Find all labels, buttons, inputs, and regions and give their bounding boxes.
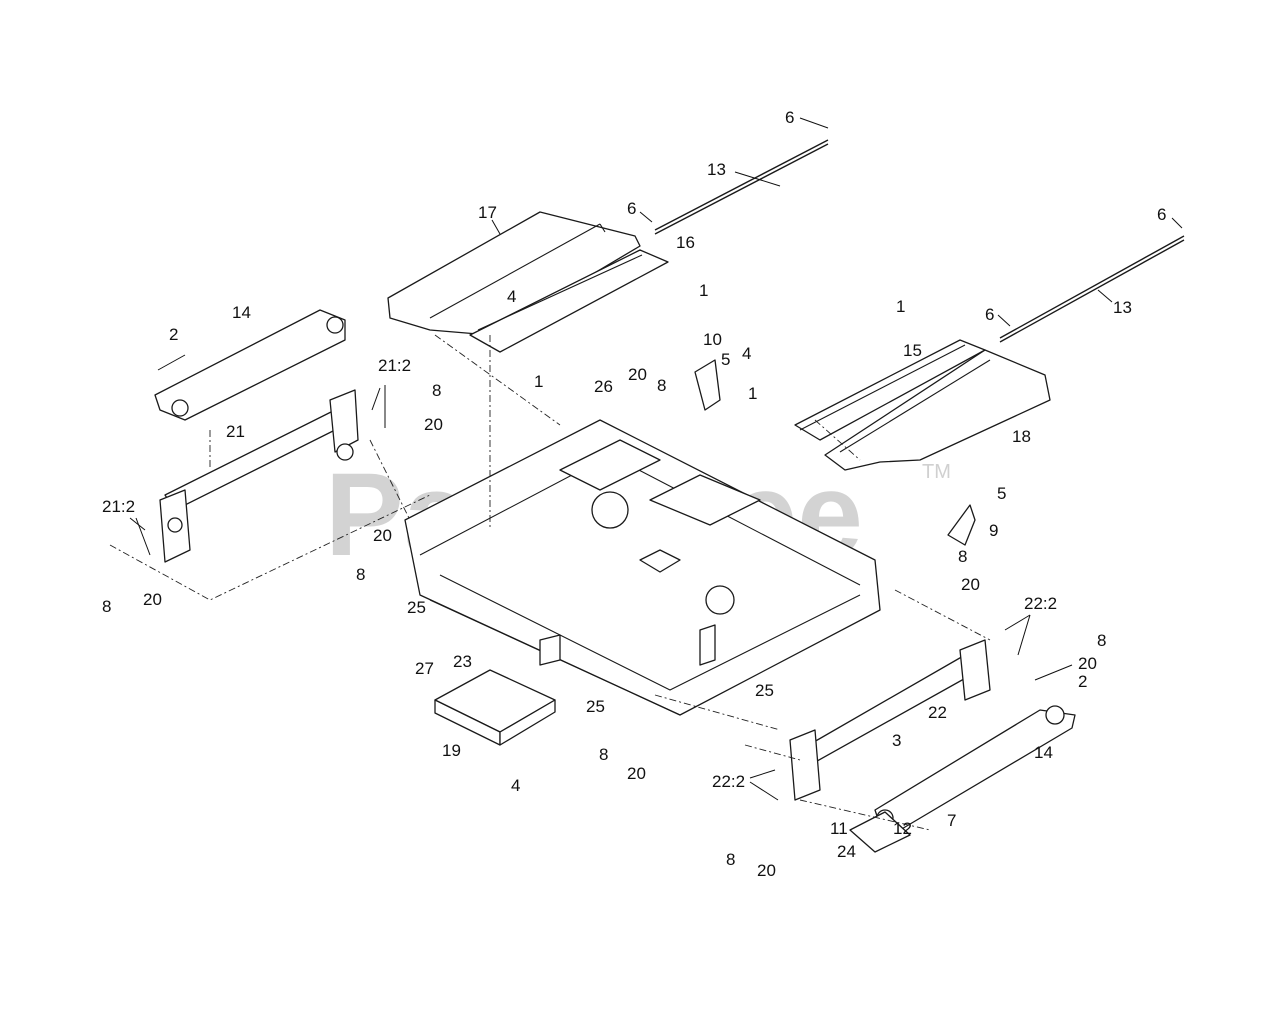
callout-label: 25 [407,598,426,617]
callout-label: 2 [169,325,178,344]
callout-label: 12 [893,819,912,838]
callout-label: 11 [830,819,848,838]
callout-label: 8 [657,376,666,395]
callout-label: 1 [896,297,905,316]
callout-label: 21:2 [378,356,411,375]
callout-label: 6 [627,199,636,218]
callout-label: 22:2 [1024,594,1057,613]
callout-label: 8 [356,565,365,584]
callout-label: 27 [415,659,434,678]
callout-label: 19 [442,741,461,760]
watermark-trademark: TM [922,461,951,483]
bracket-10 [694,359,721,411]
callout-label: 20 [628,365,647,384]
callout-label: 3 [892,731,901,750]
callout-label: 25 [586,697,605,716]
callout-label: 7 [947,811,956,830]
callout-label: 21 [226,422,245,441]
callout-label: 10 [703,330,722,349]
callout-label: 5 [721,350,730,369]
callout-label: 18 [1012,427,1031,446]
callout-label: 20 [1078,654,1097,673]
footrest-19 [434,669,556,746]
cover-panel-18 [824,349,1051,471]
callout-label: 20 [961,575,980,594]
callout-label: 8 [958,547,967,566]
callout-label: 8 [599,745,608,764]
callout-label: 14 [1034,743,1053,762]
callout-label: 1 [699,281,708,300]
callout-label: 4 [511,776,520,795]
arm-14-left [154,309,346,421]
callout-label: 1 [534,372,543,391]
callout-labels: 6 13 17 6 16 1 4 6 1 6 13 15 14 2 21:2 8… [102,108,1166,880]
callout-label: 20 [424,415,443,434]
callout-label: 4 [507,287,516,306]
callout-label: 21:2 [102,497,135,516]
callout-label: 8 [432,381,441,400]
rod-13-upper [654,139,829,235]
bracket-15 [794,339,986,441]
callout-label: 20 [373,526,392,545]
bracket-9 [947,504,976,546]
callout-label: 8 [102,597,111,616]
deck-frame [404,419,881,716]
callout-label: 2 [1078,672,1087,691]
callout-label: 8 [726,850,735,869]
callout-label: 14 [232,303,251,322]
callout-label: 25 [755,681,774,700]
callout-label: 20 [757,861,776,880]
callout-label: 15 [903,341,922,360]
callout-label: 5 [997,484,1006,503]
callout-label: 20 [143,590,162,609]
callout-label: 16 [676,233,695,252]
leader-lines [129,117,1183,801]
rod-13-right [999,235,1185,343]
callout-label: 13 [1113,298,1132,317]
callout-label: 26 [594,377,613,396]
callout-label: 6 [785,108,794,127]
callout-label: 6 [985,305,994,324]
callout-label: 6 [1157,205,1166,224]
guide-lines [109,334,991,831]
callout-label: 4 [742,344,751,363]
callout-label: 13 [707,160,726,179]
shaft-21-left [159,389,359,563]
callout-label: 22 [928,703,947,722]
callout-label: 1 [748,384,757,403]
callout-label: 20 [627,764,646,783]
shaft-22-right [789,639,991,801]
callout-label: 22:2 [712,772,745,791]
callout-label: 17 [478,203,497,222]
callout-label: 24 [837,842,856,861]
bracket-12 [849,811,911,853]
callout-label: 8 [1097,631,1106,650]
callout-label: 23 [453,652,472,671]
callout-label: 9 [989,521,998,540]
